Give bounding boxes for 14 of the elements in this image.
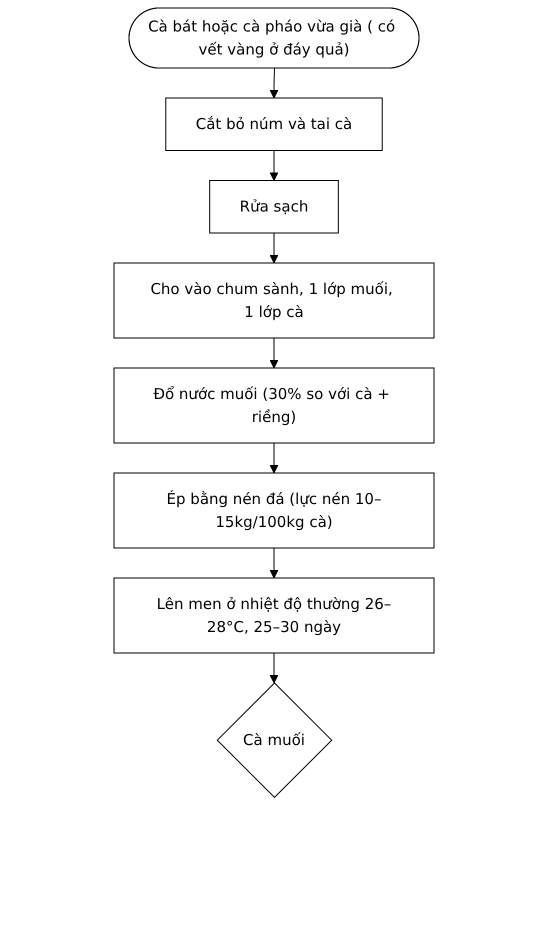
arrow xyxy=(270,338,278,368)
arrow xyxy=(270,548,278,578)
node-box: Đổ nước muối (30% so với cà + riềng) xyxy=(114,368,434,444)
arrow xyxy=(270,232,278,264)
arrow xyxy=(270,652,278,684)
node-box: Cắt bỏ núm và tai cà xyxy=(165,98,383,151)
node-box: Cho vào chum sành, 1 lớp muối, 1 lớp cà xyxy=(114,262,434,338)
node-box: Rửa sạch xyxy=(209,180,339,234)
node-diamond: Cà muối xyxy=(216,682,332,798)
arrow xyxy=(270,150,278,181)
arrow xyxy=(270,442,278,474)
arrow xyxy=(270,68,278,98)
node-box: Ép bằng nén đá (lực nén 10–15kg/100kg cà) xyxy=(114,472,434,548)
node-box: Lên men ở nhiệt độ thường 26–28°C, 25–30 ngày xyxy=(114,578,434,654)
